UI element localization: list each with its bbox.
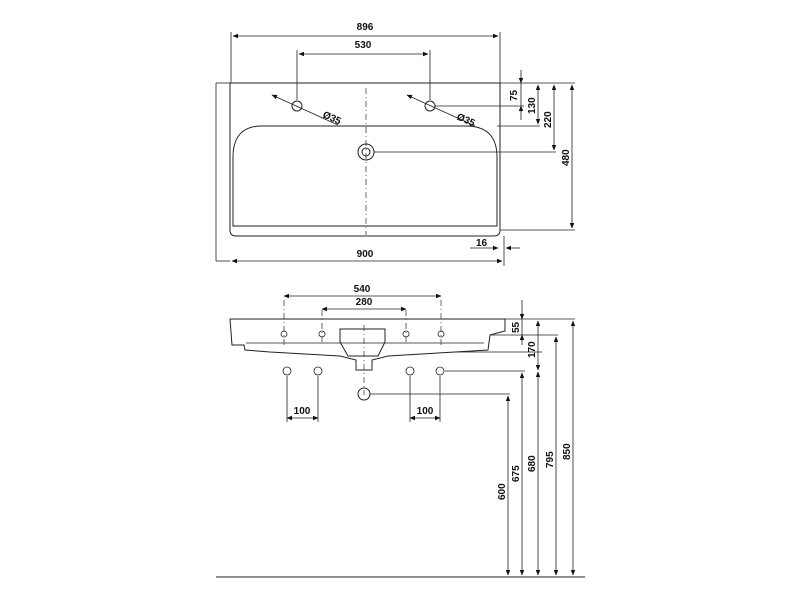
- tap-markers: [280, 300, 445, 345]
- dim-896: 896: [230, 22, 501, 83]
- dim-100-right: 100: [409, 376, 441, 422]
- dim-label-75: 75: [509, 89, 520, 101]
- basin-front-bowl: [339, 328, 386, 357]
- dim-label-850: 850: [562, 443, 573, 460]
- dim-label-600: 600: [497, 483, 508, 500]
- dim-label-16: 16: [476, 238, 488, 249]
- dim-label-100-right: 100: [417, 406, 434, 417]
- dim-dia-right: Ø35: [406, 94, 477, 130]
- basin-front-outline: [229, 318, 506, 371]
- dim-label-100-left: 100: [294, 406, 311, 417]
- dim-16: 16: [470, 238, 520, 251]
- dim-130: 130: [527, 84, 541, 125]
- dim-540: 540: [283, 284, 442, 299]
- tap-hole-right: [424, 100, 436, 112]
- dim-label-480: 480: [561, 149, 572, 166]
- dim-label-220: 220: [543, 111, 554, 128]
- tap-hole-left: [291, 100, 303, 112]
- dim-dia-left: Ø35: [271, 94, 343, 128]
- basin-inner-bowl: [232, 125, 498, 227]
- dim-900: 900: [231, 236, 505, 266]
- dim-label-130: 130: [527, 97, 538, 114]
- dim-55: 55: [511, 300, 525, 345]
- dim-220: 220: [543, 84, 557, 151]
- dim-label-795: 795: [545, 451, 556, 468]
- dim-label-900: 900: [357, 249, 374, 260]
- dim-280: 280: [321, 297, 407, 312]
- dim-170: 170: [527, 320, 541, 371]
- dim-680: 680: [527, 371, 541, 576]
- dim-795: 795: [545, 336, 559, 576]
- dim-label-675: 675: [511, 465, 522, 482]
- dim-label-dia-left: Ø35: [321, 110, 343, 128]
- top-view: 896 530 Ø35 Ø35 75: [215, 22, 575, 266]
- dim-label-680: 680: [527, 455, 538, 472]
- dim-label-280: 280: [356, 297, 373, 308]
- drain-hole-inner: [361, 147, 371, 157]
- dim-label-896: 896: [357, 22, 374, 33]
- dim-850: 850: [562, 320, 576, 576]
- pipe-connections: [282, 366, 445, 401]
- dim-530: 530: [296, 40, 431, 100]
- dim-75: 75: [509, 70, 524, 120]
- dim-480: 480: [561, 84, 575, 229]
- dim-675: 675: [511, 372, 525, 576]
- front-view: 540 280 100 100 55: [216, 284, 585, 578]
- dim-100-left: 100: [286, 376, 319, 422]
- dim-label-170: 170: [527, 341, 538, 358]
- dim-label-540: 540: [354, 284, 371, 295]
- basin-top-outline: [229, 82, 501, 237]
- dim-label-530: 530: [355, 40, 372, 51]
- dim-label-55: 55: [511, 321, 522, 333]
- dim-600: 600: [497, 395, 511, 576]
